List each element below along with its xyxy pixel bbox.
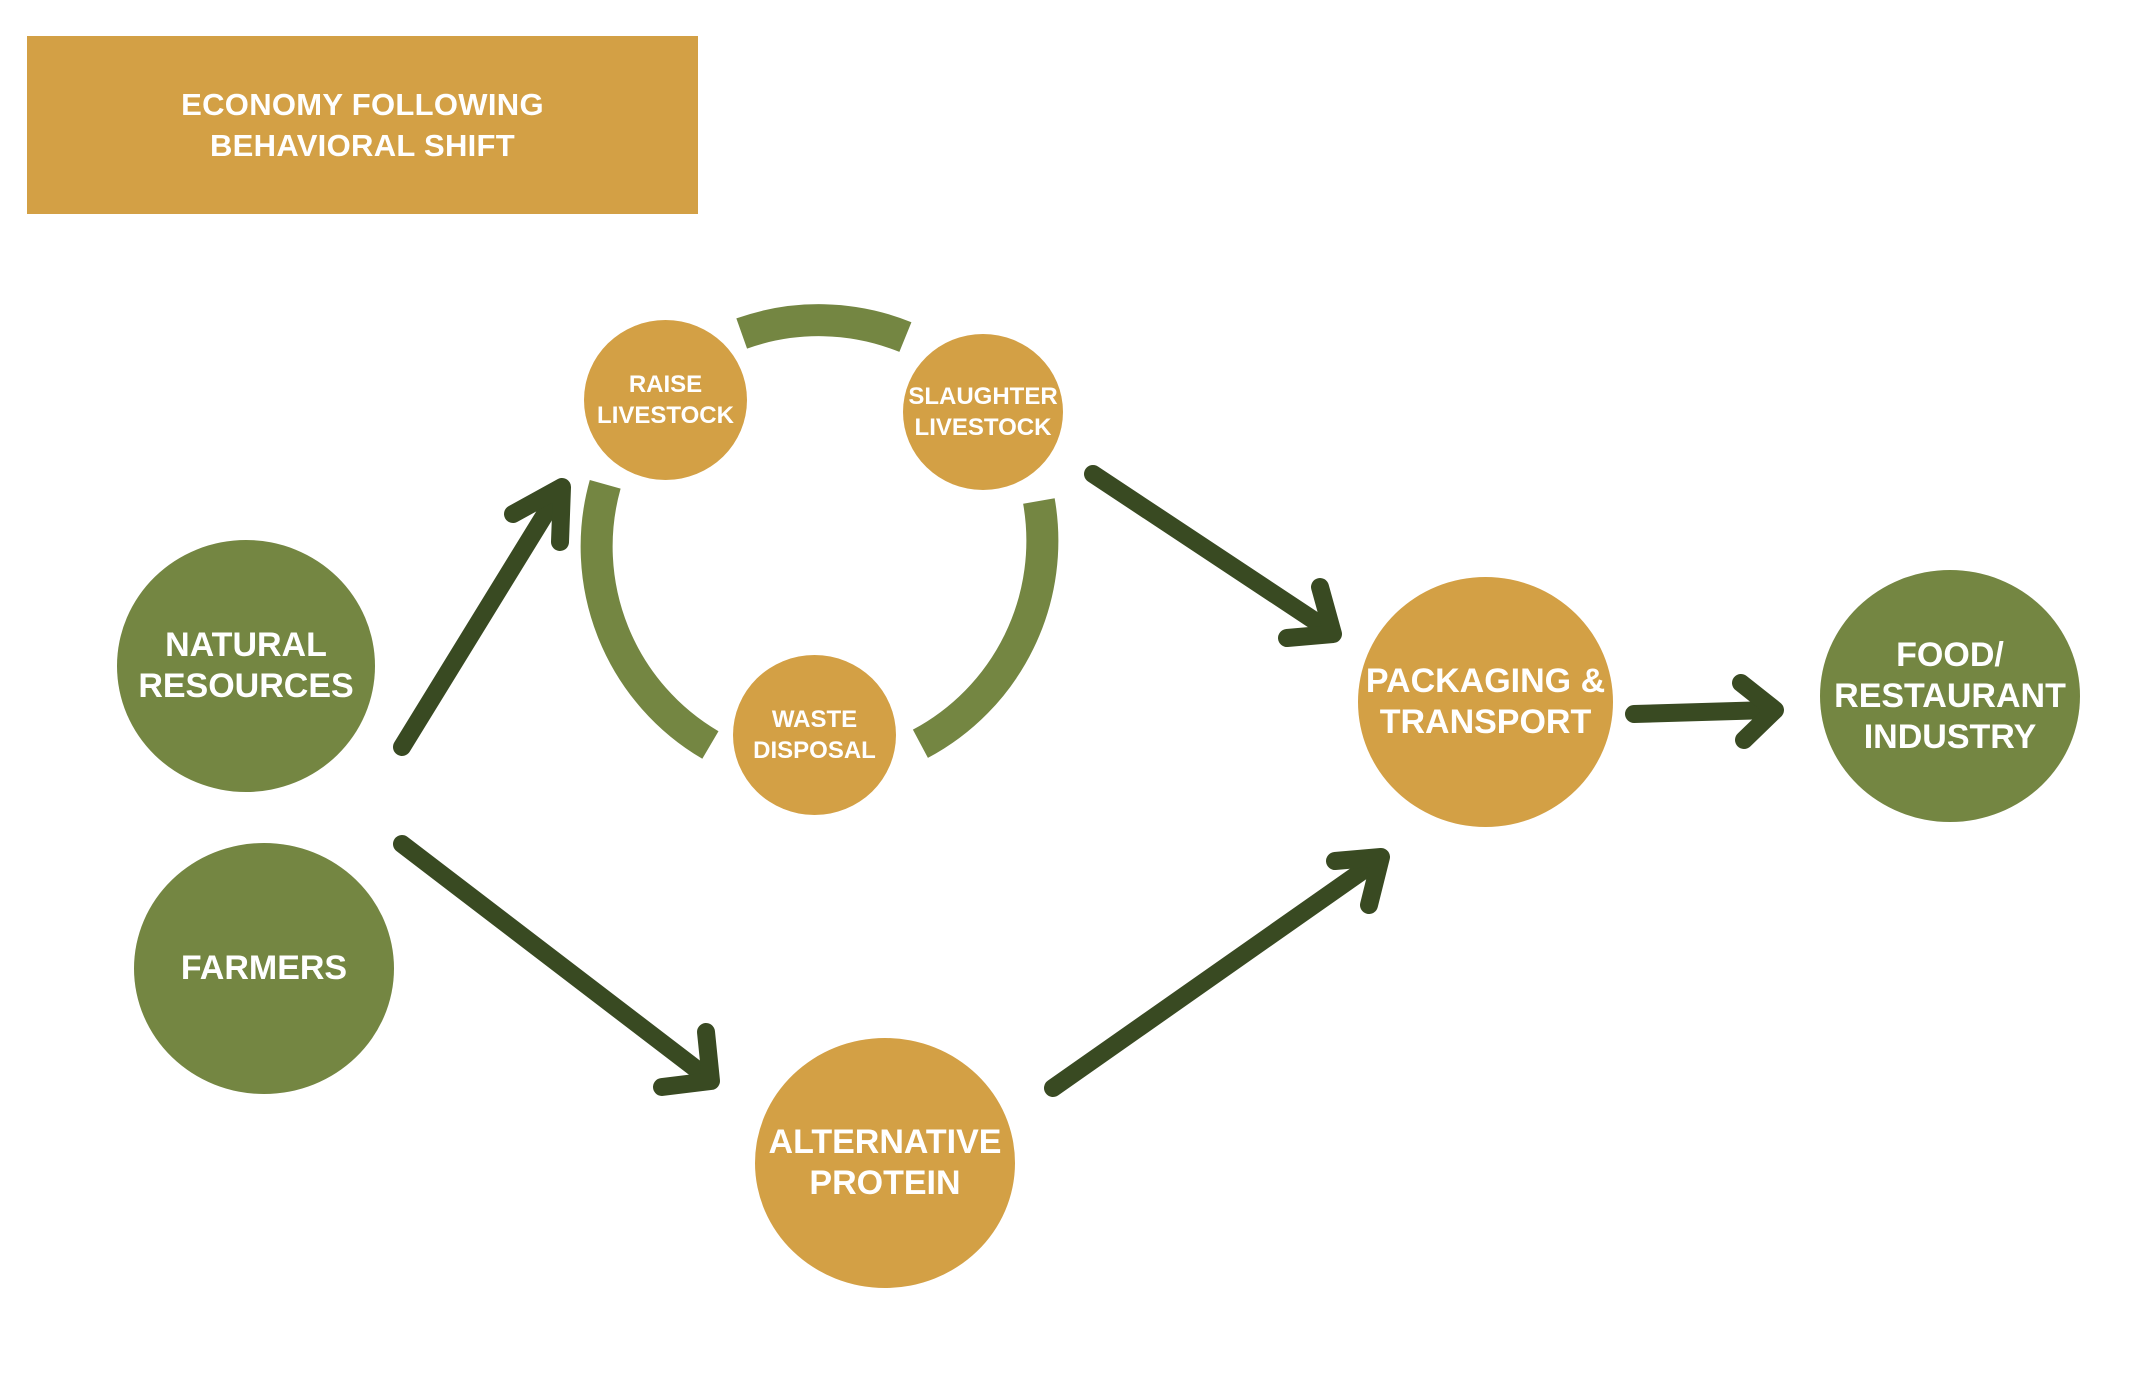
arrow-packaging-to-food [1625,674,1784,749]
arrow-resources-to-raise [393,478,571,756]
node-packaging-transport-label: PACKAGING & TRANSPORT [1365,662,1606,741]
cycle-arc-left [580,479,719,759]
node-farmers: FARMERS [134,843,394,1094]
node-slaughter-livestock-label: SLAUGHTER LIVESTOCK [908,383,1058,441]
node-food-restaurant-industry-label: FOOD/ RESTAURANT INDUSTRY [1834,635,2066,756]
node-raise-livestock-label: RAISE LIVESTOCK [597,371,734,429]
arrow-slaughter-to-packaging [1084,465,1342,647]
node-natural-resources: NATURAL RESOURCES [117,540,375,792]
diagram-title-banner: ECONOMY FOLLOWING BEHAVIORAL SHIFT [27,36,698,214]
node-farmers-label: FARMERS [180,949,348,987]
diagram-title: ECONOMY FOLLOWING BEHAVIORAL SHIFT [181,87,544,163]
arrow-farmers-to-alt-protein [393,835,720,1096]
node-waste-disposal: WASTE DISPOSAL [733,655,896,815]
node-raise-livestock: RAISE LIVESTOCK [584,320,747,480]
node-slaughter-livestock: SLAUGHTER LIVESTOCK [903,334,1063,490]
node-natural-resources-label: NATURAL RESOURCES [138,626,354,705]
node-alternative-protein-label: ALTERNATIVE PROTEIN [768,1123,1002,1202]
node-food-restaurant-industry: FOOD/ RESTAURANT INDUSTRY [1820,570,2080,822]
flow-arrows [393,465,1784,1097]
node-waste-disposal-label: WASTE DISPOSAL [753,706,876,764]
arrow-alt-protein-to-packaging [1044,848,1390,1097]
cycle-arc-right [912,498,1059,758]
node-packaging-transport: PACKAGING & TRANSPORT [1358,577,1613,827]
cycle-arc-top [736,304,912,353]
node-alternative-protein: ALTERNATIVE PROTEIN [755,1038,1015,1288]
livestock-cycle-ring [580,304,1059,759]
